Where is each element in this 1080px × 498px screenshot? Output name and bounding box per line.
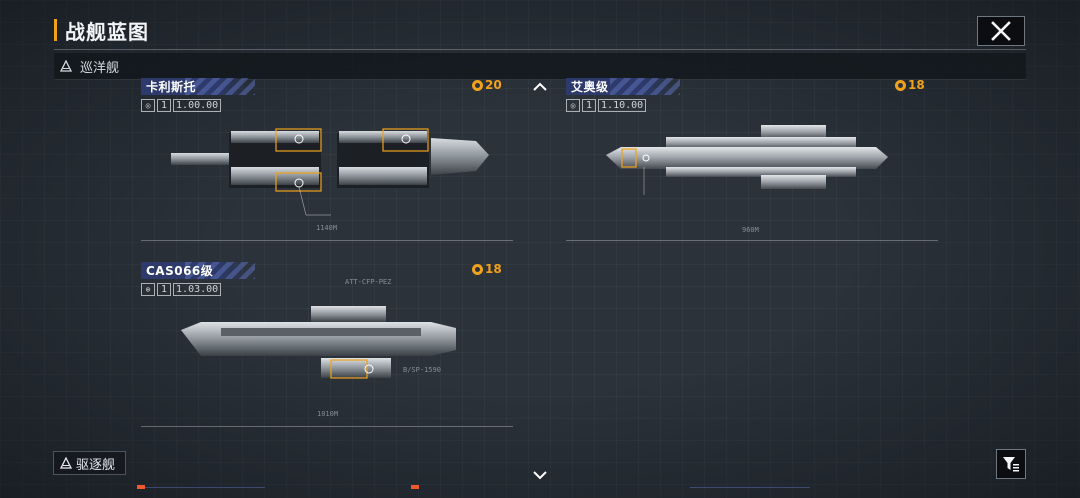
ship-name: 卡利斯托 bbox=[146, 80, 197, 94]
version-suffix: 00 bbox=[206, 99, 219, 111]
ship-card-callisto[interactable]: 卡利斯托 20 ◎ 1 1.00.00 1140M bbox=[141, 78, 513, 248]
version-main: 1.03 bbox=[176, 283, 201, 295]
cost-icon bbox=[472, 263, 483, 275]
ship-version: ◎ 1 1.00.00 bbox=[141, 98, 222, 112]
version-suffix: 00 bbox=[631, 99, 644, 111]
ship-cost-value: 18 bbox=[908, 78, 925, 92]
ship-model-label: ATT-CFP-PEZ bbox=[345, 278, 392, 286]
category-bar[interactable]: 巡洋舰 bbox=[54, 53, 1026, 80]
name-tag-stripes bbox=[185, 262, 255, 279]
scroll-indicator-active bbox=[137, 485, 145, 489]
ship-name-tag: 艾奥级 bbox=[566, 78, 680, 95]
blueprint-type-icon: ⊕ bbox=[141, 282, 155, 296]
version-slot: 1 bbox=[157, 282, 172, 296]
switch-label: 驱逐舰 bbox=[76, 457, 116, 473]
cost-icon bbox=[895, 79, 906, 91]
version-main: 1.10 bbox=[601, 99, 626, 111]
ship-cost: 18 bbox=[472, 262, 502, 276]
close-icon bbox=[991, 21, 1011, 41]
ship-length-label: 1010M bbox=[317, 410, 339, 418]
cruiser-class-icon bbox=[60, 60, 72, 72]
blueprint-type-icon: ◎ bbox=[566, 98, 580, 112]
filter-icon bbox=[1003, 457, 1019, 472]
ship-name-tag: 卡利斯托 bbox=[141, 78, 255, 95]
ship-version: ⊕ 1 1.03.00 bbox=[141, 282, 222, 296]
version-suffix: 00 bbox=[206, 283, 219, 295]
ship-name: CAS066级 bbox=[146, 264, 214, 278]
blueprint-type-icon: ◎ bbox=[141, 98, 155, 112]
scroll-track bbox=[145, 487, 265, 488]
ship-blueprint-image bbox=[606, 125, 888, 195]
ship-blueprint-image bbox=[181, 306, 456, 379]
header-divider bbox=[54, 49, 1026, 50]
ship-name: 艾奥级 bbox=[571, 80, 609, 94]
ship-length-label: 1140M bbox=[316, 224, 338, 232]
ship-card-cas066[interactable]: CAS066级 18 ⊕ 1 1.03.00 ATT-CFP-PEZ B/SP-… bbox=[141, 262, 513, 432]
page-title-text: 战舰蓝图 bbox=[65, 19, 149, 44]
version-number: 1.10.00 bbox=[598, 98, 647, 112]
scroll-track bbox=[690, 487, 810, 488]
ship-cost: 18 bbox=[895, 78, 925, 92]
ship-cost-value: 20 bbox=[485, 78, 502, 92]
ship-name-tag: CAS066级 bbox=[141, 262, 255, 279]
destroyer-class-icon bbox=[60, 457, 72, 469]
filter-button[interactable] bbox=[996, 449, 1026, 479]
version-slot: 1 bbox=[582, 98, 597, 112]
version-main: 1.00 bbox=[176, 99, 201, 111]
ship-length-label: 960M bbox=[742, 226, 759, 234]
name-tag-stripes bbox=[610, 78, 680, 95]
version-number: 1.00.00 bbox=[173, 98, 222, 112]
ship-cost-value: 18 bbox=[485, 262, 502, 276]
close-button[interactable] bbox=[977, 16, 1025, 46]
version-number: 1.03.00 bbox=[173, 282, 222, 296]
title-accent-bar bbox=[54, 19, 57, 41]
switch-to-destroyer-button[interactable]: 驱逐舰 bbox=[53, 451, 126, 475]
ship-cost: 20 bbox=[472, 78, 502, 92]
blueprint-baseline bbox=[141, 426, 513, 427]
blueprint-baseline bbox=[566, 240, 938, 241]
ship-blueprint-image bbox=[171, 128, 489, 216]
category-label: 巡洋舰 bbox=[80, 60, 120, 76]
scroll-up-icon[interactable] bbox=[533, 82, 547, 92]
page-title: 战舰蓝图 bbox=[54, 16, 149, 44]
ship-version: ◎ 1 1.10.00 bbox=[566, 98, 647, 112]
blueprint-baseline bbox=[141, 240, 513, 241]
ship-card-io[interactable]: 艾奥级 18 ◎ 1 1.10.00 960M bbox=[566, 78, 938, 248]
name-tag-stripes bbox=[185, 78, 255, 95]
cost-icon bbox=[472, 79, 483, 91]
version-slot: 1 bbox=[157, 98, 172, 112]
scroll-down-icon[interactable] bbox=[533, 470, 547, 480]
turret-label: B/SP-1590 bbox=[403, 366, 441, 374]
scroll-indicator-active bbox=[411, 485, 419, 489]
